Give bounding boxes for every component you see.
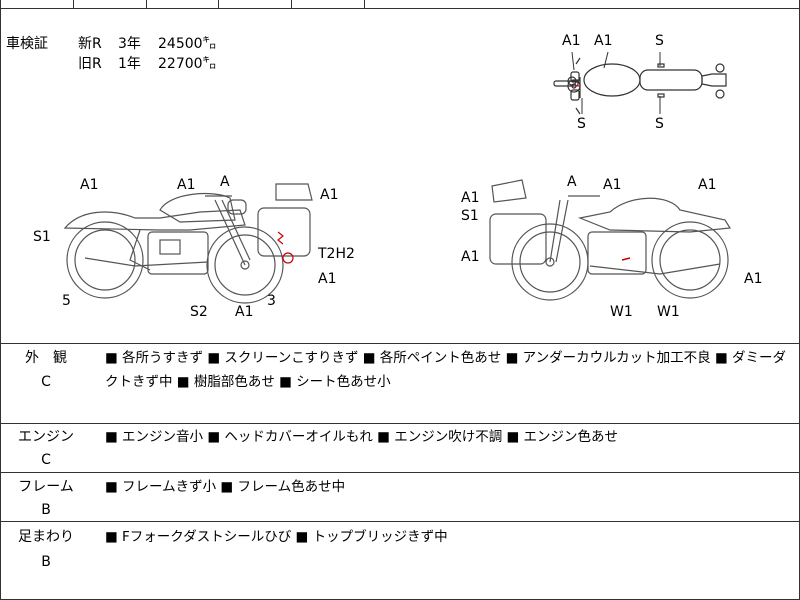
table-divider [0, 472, 800, 473]
right-mark-a1: A1 [698, 177, 717, 193]
inspection-distance: 22700㌔ [158, 56, 217, 72]
left-mark-a1: A1 [80, 177, 99, 193]
header-divider [364, 0, 365, 8]
condition-grade: C [41, 374, 51, 390]
condition-grade: B [41, 502, 51, 518]
top-mark-a1: A1 [562, 33, 581, 49]
left-mark-a1: A1 [235, 304, 254, 320]
condition-text: ■ フレームきず小 ■ フレーム色あせ中 [105, 479, 346, 495]
condition-text: ■ 各所うすきず ■ スクリーンこすりきず ■ 各所ペイント色あせ ■ アンダー… [105, 350, 787, 390]
left-mark-a1: A1 [177, 177, 196, 193]
condition-grade: B [41, 554, 51, 570]
top-view-diagram [553, 57, 727, 115]
header-divider [291, 0, 292, 8]
condition-text: ■ Fフォークダストシールひび ■ トップブリッジきず中 [105, 529, 448, 545]
condition-category: フレーム [18, 479, 74, 495]
top-leader-lines [571, 51, 661, 114]
right-mark-a1: A1 [461, 249, 480, 265]
inspection-years: 3年 [118, 36, 141, 52]
top-mark-a1: A1 [594, 33, 613, 49]
header-divider [73, 0, 74, 8]
condition-text: ■ エンジン音小 ■ ヘッドカバーオイルもれ ■ エンジン吹け不調 ■ エンジン… [105, 429, 619, 445]
condition-category: 外 観 [25, 350, 67, 366]
left-mark-t2h2: T2H2 [318, 246, 355, 262]
inspection-years: 1年 [118, 56, 141, 72]
condition-category: 足まわり [18, 529, 74, 545]
condition-grade: C [41, 452, 51, 468]
left-mark-s1: S1 [33, 229, 51, 245]
right-mark-a1: A1 [744, 271, 763, 287]
table-border [0, 0, 1, 600]
inspection-label: 車検証 [6, 36, 48, 52]
top-mark-s: S [577, 116, 586, 132]
right-mark-a: A [567, 174, 577, 190]
condition-category: エンジン [18, 429, 74, 445]
header-divider [218, 0, 219, 8]
top-mark-s: S [655, 116, 664, 132]
table-divider [0, 423, 800, 424]
left-mark-a1: A1 [320, 187, 339, 203]
right-mark-a1: A1 [603, 177, 622, 193]
right-mark-s1: S1 [461, 208, 479, 224]
inspection-type: 新R [78, 36, 102, 52]
right-mark-a1: A1 [461, 190, 480, 206]
left-mark-a1: A1 [318, 271, 337, 287]
left-mark-a: A [220, 174, 230, 190]
top-mark-s: S [655, 33, 664, 49]
inspection-distance: 24500㌔ [158, 36, 217, 52]
right-mark-w1: W1 [610, 304, 633, 320]
left-side-diagram [63, 183, 313, 304]
header-divider [146, 0, 147, 8]
left-mark-5: 5 [62, 293, 71, 309]
left-mark-3: 3 [267, 293, 276, 309]
right-side-diagram [489, 179, 732, 301]
right-mark-w1: W1 [657, 304, 680, 320]
table-divider [0, 343, 800, 344]
left-mark-s2: S2 [190, 304, 208, 320]
top-border [0, 8, 800, 9]
table-divider [0, 521, 800, 522]
inspection-type: 旧R [78, 56, 102, 72]
